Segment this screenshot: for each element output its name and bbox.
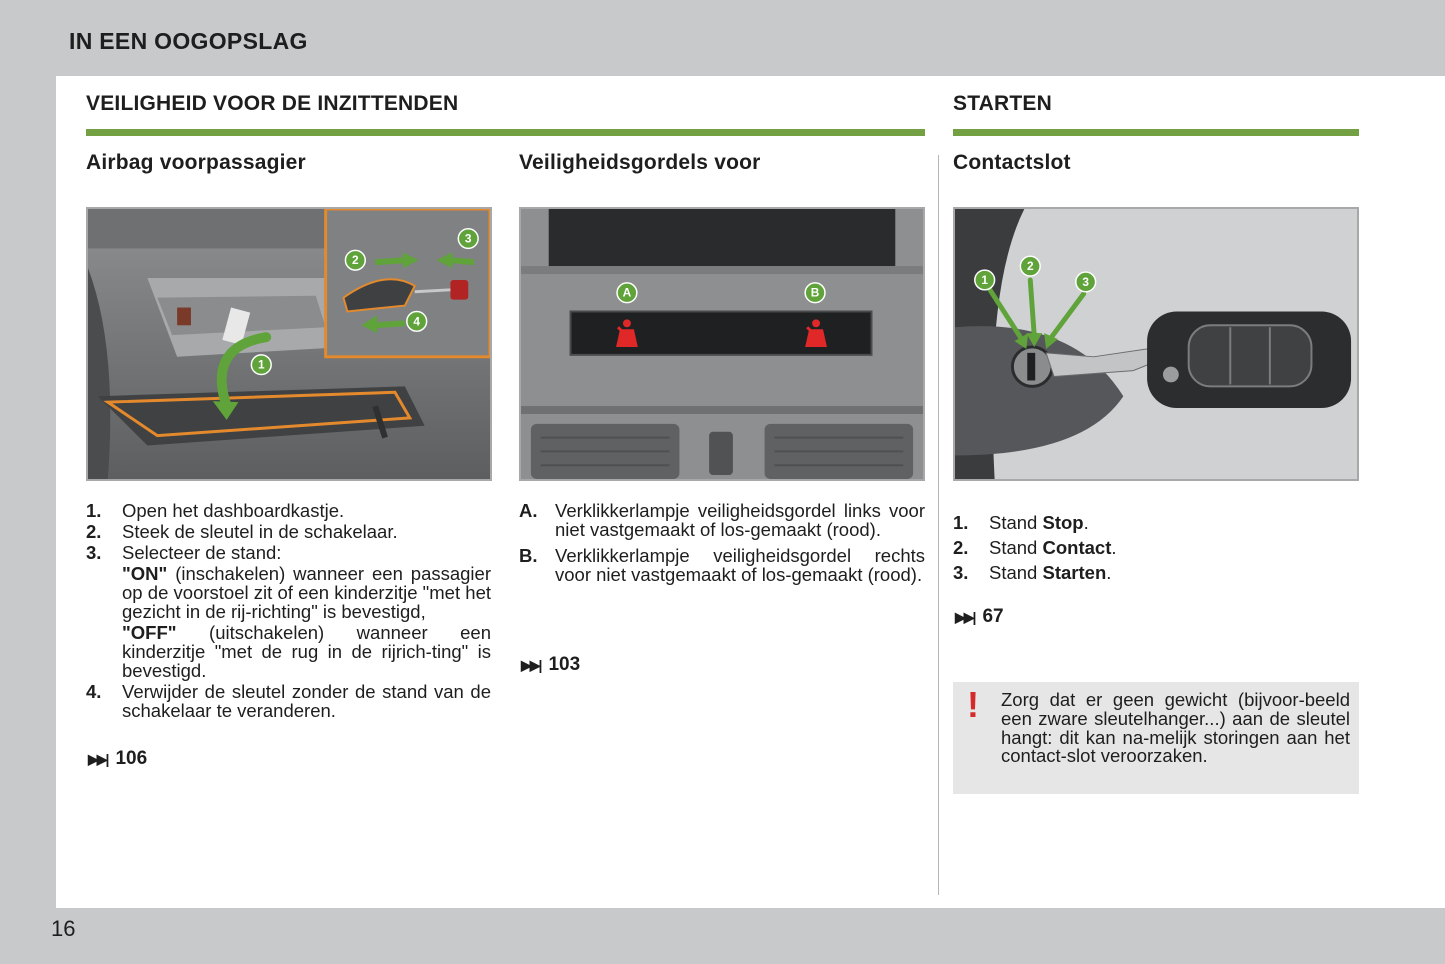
ref-page-number: 106 — [115, 748, 148, 769]
belts-callout-a: A — [623, 286, 632, 300]
item-suffix: . — [1083, 512, 1089, 533]
item-position: Starten — [1042, 562, 1107, 583]
page-header-title: IN EEN OOGOPSLAG — [69, 28, 308, 54]
step-number: 4. — [86, 681, 102, 702]
item-text: Stand Stop. — [989, 510, 1089, 535]
item-number: 2. — [953, 537, 969, 558]
item-number: 1. — [953, 512, 969, 533]
list-item: A. Verklikkerlampje veiligheidsgordel li… — [519, 501, 925, 539]
warning-box: ! Zorg dat er geen gewicht (bijvoor-beel… — [953, 682, 1359, 794]
ignition-items: 1. Stand Stop. 2. Stand Contact. 3. Stan… — [953, 510, 1359, 585]
ignition-page-reference[interactable]: ▶▶| 67 — [955, 606, 1004, 628]
warning-text: Zorg dat er geen gewicht (bijvoor-beeld … — [1001, 689, 1350, 767]
column-divider — [938, 155, 939, 895]
ignition-callout-1: 1 — [981, 273, 988, 287]
list-item: 2. Stand Contact. — [953, 535, 1359, 560]
step-text: Selecteer de stand: — [122, 542, 282, 563]
page-number: 16 — [51, 916, 76, 941]
item-position: Contact — [1042, 537, 1112, 558]
list-item: 3. Stand Starten. — [953, 560, 1359, 585]
item-suffix: . — [1106, 562, 1112, 583]
section-title-safety: VEILIGHEID VOOR DE INZITTENDEN — [86, 92, 459, 115]
belts-heading: Veiligheidsgordels voor — [519, 151, 761, 174]
item-prefix: Stand — [989, 562, 1043, 583]
ignition-callout-3: 3 — [1082, 275, 1089, 289]
step-text: Steek de sleutel in de schakelaar. — [122, 521, 398, 542]
airbag-callout-4: 4 — [413, 314, 420, 328]
list-item: 1. Open het dashboardkastje. — [86, 501, 491, 520]
item-number: 3. — [953, 562, 969, 583]
step-text: Open het dashboardkastje. — [122, 500, 345, 521]
ref-page-number: 103 — [548, 654, 581, 675]
airbag-page-reference[interactable]: ▶▶| 106 — [88, 748, 147, 770]
airbag-callout-2: 2 — [352, 253, 359, 267]
on-text: (inschakelen) wanneer een passagier op d… — [122, 563, 491, 622]
item-position: Stop — [1042, 512, 1084, 533]
item-prefix: Stand — [989, 537, 1043, 558]
belts-items: A. Verklikkerlampje veiligheidsgordel li… — [519, 501, 925, 584]
section-rule-start — [953, 129, 1359, 136]
ref-page-number: 67 — [982, 606, 1004, 627]
list-item: 2. Steek de sleutel in de schakelaar. — [86, 522, 491, 541]
step-number: 2. — [86, 521, 102, 542]
ignition-illustration: 1 2 3 — [953, 207, 1359, 481]
ignition-heading: Contactslot — [953, 151, 1071, 174]
item-text: Stand Contact. — [989, 535, 1117, 560]
list-item: 1. Stand Stop. — [953, 510, 1359, 535]
list-item: 4. Verwijder de sleutel zonder de stand … — [86, 682, 491, 720]
off-text: (uitschakelen) wanneer een kinderzitje "… — [122, 622, 491, 681]
airbag-steps: 1. Open het dashboardkastje. 2. Steek de… — [86, 501, 491, 720]
item-text: Stand Starten. — [989, 560, 1111, 585]
next-page-icon: ▶▶| — [88, 750, 110, 767]
airbag-illustration: 1 2 3 4 — [86, 207, 492, 481]
next-page-icon: ▶▶| — [955, 608, 977, 625]
belts-page-reference[interactable]: ▶▶| 103 — [521, 654, 580, 676]
off-option: "OFF" (uitschakelen) wanneer een kinderz… — [122, 623, 491, 680]
belts-callout-b: B — [811, 286, 820, 300]
list-item: 3. Selecteer de stand: — [86, 543, 491, 562]
on-option: "ON" (inschakelen) wanneer een passagier… — [122, 564, 491, 621]
airbag-callout-1: 1 — [258, 358, 265, 372]
section-title-start: STARTEN — [953, 92, 1053, 115]
ignition-callout-2: 2 — [1027, 259, 1034, 273]
off-label: "OFF" — [122, 622, 177, 643]
on-label: "ON" — [122, 563, 168, 584]
item-suffix: . — [1111, 537, 1117, 558]
airbag-heading: Airbag voorpassagier — [86, 151, 306, 174]
item-text: Verklikkerlampje veiligheidsgordel links… — [555, 500, 925, 540]
section-rule-safety — [86, 129, 925, 136]
step-number: 3. — [86, 542, 102, 563]
item-text: Verklikkerlampje veiligheidsgordel recht… — [555, 545, 925, 585]
step-text: Verwijder de sleutel zonder de stand van… — [122, 681, 491, 721]
item-letter: A. — [519, 500, 538, 521]
next-page-icon: ▶▶| — [521, 656, 543, 673]
airbag-callout-3: 3 — [465, 232, 472, 246]
exclamation-icon: ! — [967, 684, 979, 725]
item-letter: B. — [519, 545, 538, 566]
item-prefix: Stand — [989, 512, 1043, 533]
list-item: B. Verklikkerlampje veiligheidsgordel re… — [519, 546, 925, 584]
step-number: 1. — [86, 500, 102, 521]
belts-illustration: A B — [519, 207, 925, 481]
